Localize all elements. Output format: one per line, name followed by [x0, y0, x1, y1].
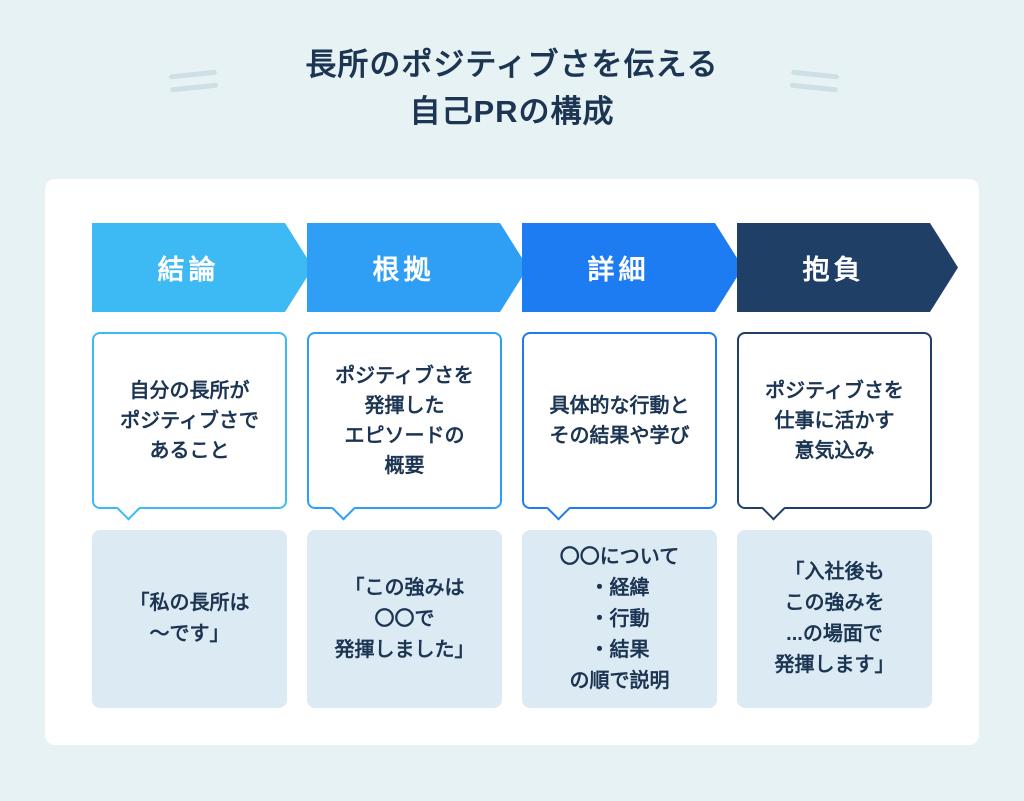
- description-box-evidence: ポジティブさを 発揮した エピソードの 概要: [307, 332, 502, 521]
- title-section: 長所のポジティブさを伝える 自己PRの構成: [0, 0, 1024, 135]
- bubble-tail-icon: [331, 496, 356, 521]
- column-conclusion: 結論 自分の長所が ポジティブさで あること 「私の長所は 〜です」: [92, 223, 287, 708]
- example-box-aspiration: 「入社後も この強みを ...の場面で 発揮します」: [737, 530, 932, 708]
- column-evidence: 根拠 ポジティブさを 発揮した エピソードの 概要 「この強みは 〇〇で 発揮し…: [307, 223, 502, 708]
- description-box-conclusion: 自分の長所が ポジティブさで あること: [92, 332, 287, 521]
- step-arrow-conclusion: 結論: [92, 223, 313, 312]
- description-text-conclusion: 自分の長所が ポジティブさで あること: [120, 379, 259, 462]
- bubble-tail-icon: [116, 496, 141, 521]
- decor-lines-left-icon: [168, 69, 219, 101]
- bubble-tail-icon: [546, 496, 571, 521]
- decor-lines-right-icon: [789, 69, 840, 101]
- description-text-detail: 具体的な行動と その結果や学び: [549, 394, 690, 447]
- example-box-detail: 〇〇について ・経緯 ・行動 ・結果 の順で説明: [522, 530, 717, 708]
- description-box-aspiration: ポジティブさを 仕事に活かす 意気込み: [737, 332, 932, 521]
- example-box-evidence: 「この強みは 〇〇で 発揮しました」: [307, 530, 502, 708]
- step-arrow-detail: 詳細: [522, 223, 743, 312]
- step-arrow-evidence: 根拠: [307, 223, 528, 312]
- example-box-conclusion: 「私の長所は 〜です」: [92, 530, 287, 708]
- description-text-evidence: ポジティブさを 発揮した エピソードの 概要: [335, 364, 474, 477]
- description-text-aspiration: ポジティブさを 仕事に活かす 意気込み: [765, 379, 904, 462]
- bubble-tail-icon: [761, 496, 786, 521]
- description-box-detail: 具体的な行動と その結果や学び: [522, 332, 717, 521]
- page-title: 長所のポジティブさを伝える 自己PRの構成: [305, 47, 719, 129]
- column-aspiration: 抱負 ポジティブさを 仕事に活かす 意気込み 「入社後も この強みを ...の場…: [737, 223, 932, 708]
- steps-grid: 結論 自分の長所が ポジティブさで あること 「私の長所は 〜です」 根拠 ポジ…: [92, 223, 932, 708]
- content-card: 結論 自分の長所が ポジティブさで あること 「私の長所は 〜です」 根拠 ポジ…: [45, 179, 979, 745]
- column-detail: 詳細 具体的な行動と その結果や学び 〇〇について ・経緯 ・行動 ・結果 の順…: [522, 223, 717, 708]
- step-arrow-aspiration: 抱負: [737, 223, 958, 312]
